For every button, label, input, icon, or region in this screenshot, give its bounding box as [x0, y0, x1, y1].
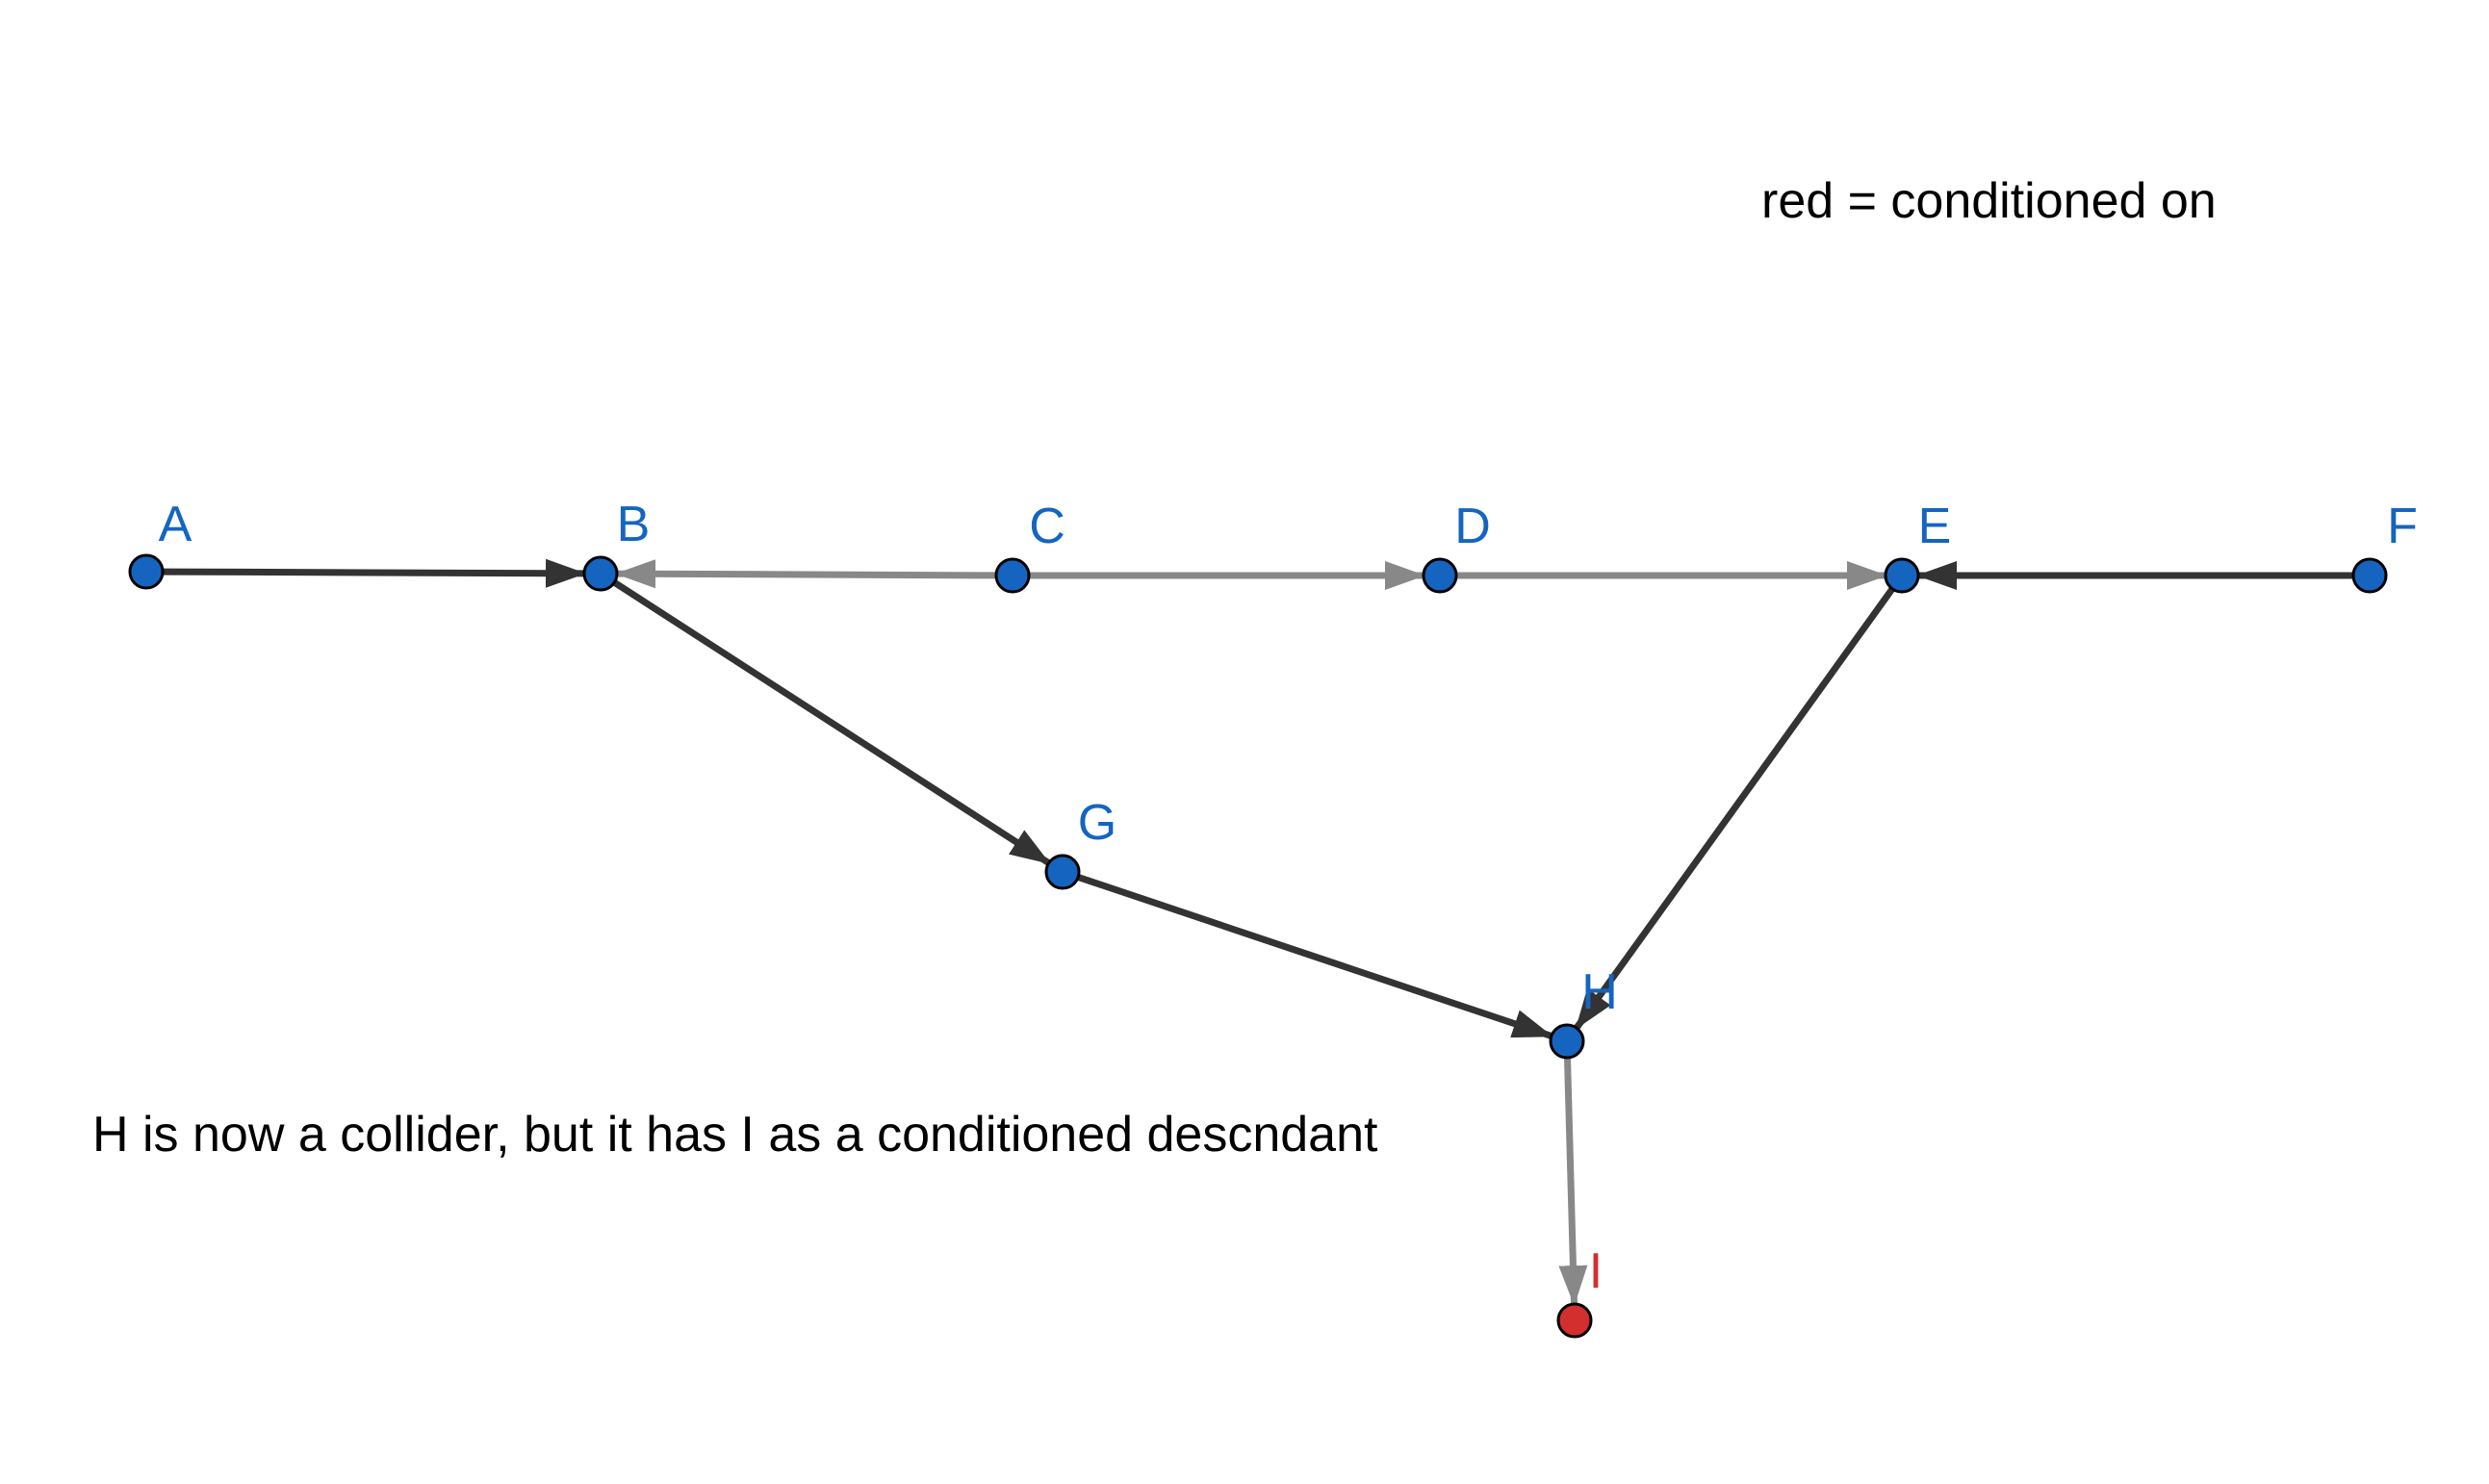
node-i[interactable]: [1556, 1302, 1593, 1339]
node-label-a: A: [159, 497, 192, 552]
node-f[interactable]: [2351, 557, 2388, 594]
node-label-c: C: [1029, 499, 1065, 554]
node-h[interactable]: [1549, 1023, 1585, 1060]
edges-layer: [162, 558, 2353, 1307]
node-label-h: H: [1581, 964, 1618, 1020]
node-d[interactable]: [1422, 557, 1458, 594]
node-a[interactable]: [128, 553, 165, 590]
node-c[interactable]: [994, 557, 1031, 594]
edge-g-to-h: [1077, 874, 1553, 1039]
node-e[interactable]: [1884, 557, 1920, 594]
node-label-f: F: [2387, 499, 2418, 554]
edge-b-to-g: [612, 579, 1051, 866]
edge-a-to-b: [162, 558, 587, 588]
node-g[interactable]: [1044, 854, 1081, 890]
caption-text: H is now a collider, but it has I as a c…: [92, 1107, 1378, 1163]
nodes-layer: [128, 553, 2388, 1339]
node-label-e: E: [1918, 499, 1952, 554]
legend-text: red = conditioned on: [1761, 173, 2217, 229]
edge-c-to-b: [614, 559, 997, 589]
node-label-d: D: [1454, 499, 1491, 554]
edge-e-to-h: [1574, 586, 1895, 1031]
edge-h-to-i: [1558, 1057, 1588, 1307]
node-b[interactable]: [582, 555, 619, 592]
node-label-b: B: [617, 497, 651, 552]
node-label-g: G: [1078, 795, 1116, 851]
labels-layer: A B C D E F G H I: [159, 497, 2418, 1299]
node-label-i: I: [1589, 1243, 1603, 1299]
